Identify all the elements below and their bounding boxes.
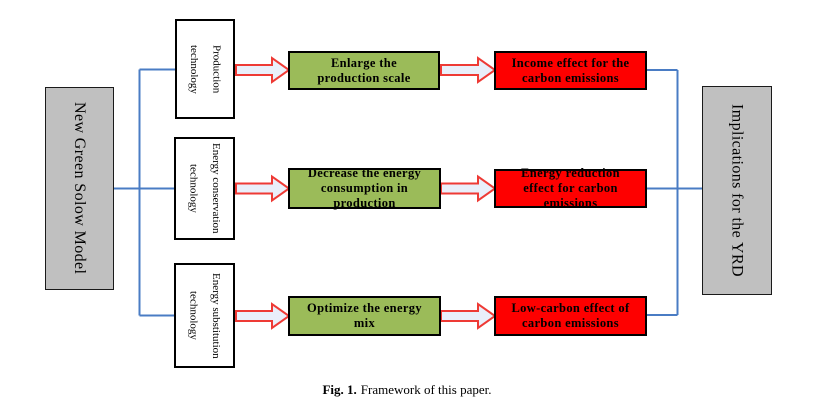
- node-energy-conservation-technology: Energy conservation technology: [174, 137, 235, 240]
- node-label: Low-carbon effect of carbon emissions: [511, 301, 630, 330]
- figure-caption-label: Fig. 1.: [322, 382, 357, 397]
- node-enlarge-production-scale: Enlarge the production scale: [288, 51, 440, 90]
- node-label: Income effect for the carbon emissions: [511, 55, 630, 85]
- node-label: New Green Solow Model: [71, 102, 89, 275]
- node-energy-reduction-effect: Energy reduction effect for carbon emiss…: [494, 166, 647, 210]
- node-implications-for-yrd: Implications for the YRD: [702, 86, 772, 295]
- node-label: Production technology: [188, 44, 223, 94]
- node-new-green-solow-model: New Green Solow Model: [45, 87, 114, 290]
- block-arrow-icon: [440, 56, 497, 84]
- node-label: Energy conservation technology: [187, 143, 223, 234]
- block-arrow-icon: [235, 302, 291, 330]
- block-arrow-icon: [235, 56, 291, 84]
- node-energy-substitution-technology: Energy substitution technology: [174, 263, 235, 368]
- figure-caption-text: Framework of this paper.: [360, 382, 492, 397]
- block-arrow-icon: [235, 174, 291, 203]
- node-label: Implications for the YRD: [728, 104, 746, 277]
- node-optimize-energy-mix: Optimize the energy mix: [288, 296, 441, 336]
- figure-caption: Fig. 1.Framework of this paper.: [0, 382, 814, 398]
- node-label: Decrease the energy consumption in produ…: [307, 166, 422, 210]
- node-label: Optimize the energy mix: [307, 301, 422, 330]
- node-label: Energy reduction effect for carbon emiss…: [521, 166, 620, 210]
- node-label: Enlarge the production scale: [317, 55, 411, 85]
- node-decrease-energy-consumption: Decrease the energy consumption in produ…: [288, 166, 441, 210]
- node-label: Energy substitution technology: [187, 272, 223, 359]
- node-low-carbon-effect: Low-carbon effect of carbon emissions: [494, 296, 647, 336]
- block-arrow-icon: [440, 302, 497, 330]
- block-arrow-icon: [440, 174, 497, 203]
- node-income-effect: Income effect for the carbon emissions: [494, 51, 647, 90]
- node-production-technology: Production technology: [175, 19, 235, 119]
